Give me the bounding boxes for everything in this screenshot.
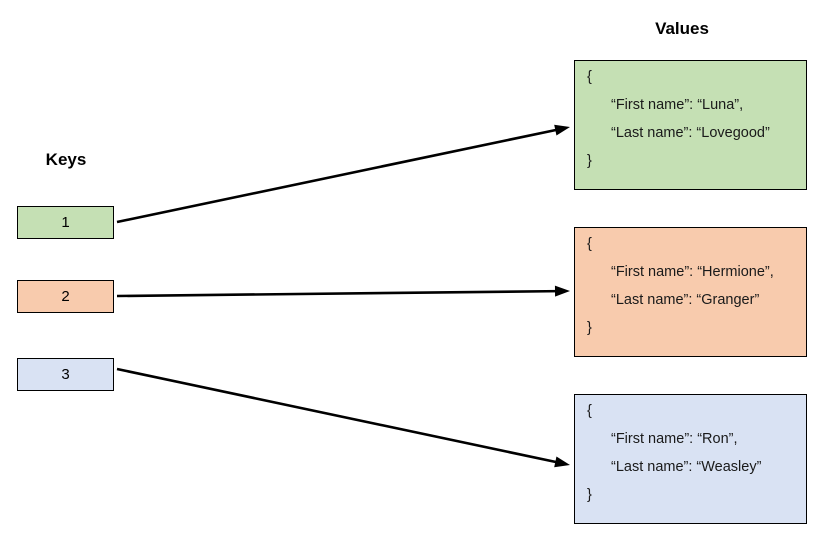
json-last-name: “Last name”: “Granger” (611, 292, 760, 308)
key-label: 2 (61, 288, 70, 305)
arrow-line-3 (116, 367, 559, 464)
value-box-2[interactable]: { “First name”: “Hermione”, “Last name”:… (574, 227, 807, 357)
key-box-3[interactable]: 3 (17, 358, 114, 391)
arrow-head-1 (554, 124, 570, 136)
keys-column-heading: Keys (45, 150, 87, 169)
key-label: 1 (61, 214, 70, 231)
json-open-brace: { (587, 69, 592, 85)
key-box-1[interactable]: 1 (17, 206, 114, 239)
values-column-heading: Values (655, 19, 709, 38)
arrow-line-1 (116, 128, 559, 224)
value-box-1[interactable]: { “First name”: “Luna”, “Last name”: “Lo… (574, 60, 807, 190)
json-first-name: “First name”: “Luna”, (611, 97, 744, 113)
json-close-brace: } (587, 320, 592, 336)
json-open-brace: { (587, 236, 592, 252)
key-box-2[interactable]: 2 (17, 280, 114, 313)
json-last-name: “Last name”: “Lovegood” (611, 125, 770, 141)
arrow-head-3 (554, 456, 570, 468)
json-close-brace: } (587, 487, 592, 503)
key-label: 3 (61, 366, 70, 383)
arrow-line-2 (116, 289, 559, 298)
json-last-name: “Last name”: “Weasley” (611, 459, 762, 475)
json-close-brace: } (587, 153, 592, 169)
json-open-brace: { (587, 403, 592, 419)
arrow-head-2 (554, 285, 570, 297)
json-first-name: “First name”: “Ron”, (611, 431, 738, 447)
value-box-3[interactable]: { “First name”: “Ron”, “Last name”: “Wea… (574, 394, 807, 524)
json-first-name: “First name”: “Hermione”, (611, 264, 774, 280)
